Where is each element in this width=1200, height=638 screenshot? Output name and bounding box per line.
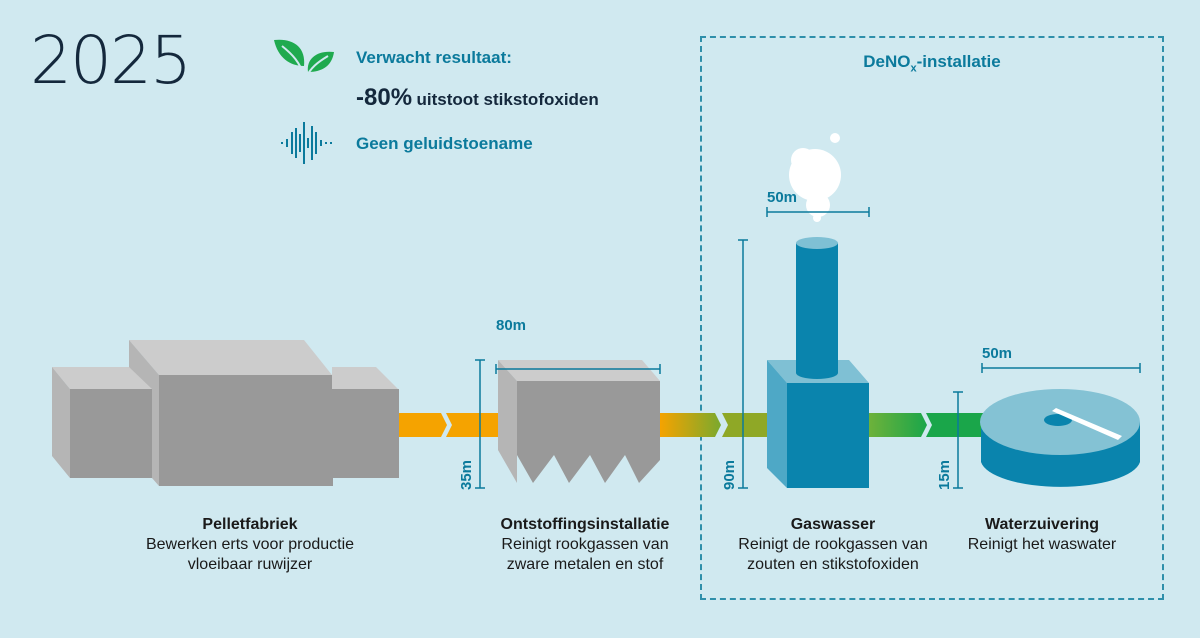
water-width-label: 50m: [982, 345, 1013, 362]
station-desc: Reinigt rookgassen van: [501, 536, 669, 553]
station-pelletfabriek: Pelletfabriek Bewerken erts voor product…: [110, 515, 390, 575]
flow-pipe-3: [868, 413, 985, 437]
gaswasser-height-label: 90m: [721, 459, 738, 490]
noise-statement: Geen geluidstoename: [356, 134, 533, 153]
station-name: Pelletfabriek: [202, 516, 298, 533]
result-title: Verwacht resultaat:: [356, 48, 512, 67]
station-waterzuivering: Waterzuivering Reinigt het waswater: [922, 515, 1162, 555]
denox-title-sub: x: [910, 62, 917, 75]
flow-pipe-2: [660, 413, 778, 437]
denox-title-prefix: DeNO: [863, 52, 911, 71]
result-value: -80%: [356, 84, 413, 111]
denox-title: DeNOx-installatie: [700, 52, 1164, 74]
station-desc: Bewerken erts voor productie: [145, 536, 355, 553]
station-name: Waterzuivering: [984, 516, 1100, 533]
station-gaswasser: Gaswasser Reinigt de rookgassen van zout…: [693, 515, 973, 575]
result-statement: -80% uitstoot stikstofoxiden: [356, 84, 599, 112]
station-desc: zware metalen en stof: [506, 556, 664, 573]
ontstoffing-width-label: 80m: [496, 317, 527, 334]
gaswasser-width-label: 50m: [767, 189, 798, 206]
station-ontstoffing: Ontstoffingsinstallatie Reinigt rookgass…: [445, 515, 725, 575]
denox-boundary: [700, 36, 1164, 600]
station-desc: zouten en stikstofoxiden: [747, 556, 919, 573]
result-text: uitstoot stikstofoxiden: [416, 90, 599, 109]
station-desc: Reinigt de rookgassen van: [738, 536, 928, 553]
gaswasser-building: [767, 237, 869, 488]
denox-title-suffix: -installatie: [916, 52, 1001, 71]
station-name: Gaswasser: [790, 516, 876, 533]
year-heading: 2025: [30, 22, 192, 99]
ontstoffing-height-label: 35m: [458, 459, 475, 490]
smoke-cloud: [789, 133, 841, 222]
dimension-lines: [475, 207, 1141, 489]
ontstoffing-building: [498, 360, 660, 483]
water-height-label: 15m: [936, 459, 953, 490]
waterzuivering-tank: [980, 389, 1140, 487]
leaf-icon: [274, 39, 334, 79]
pelletfabriek-building: [52, 340, 399, 486]
flow-pipe-1: [398, 413, 508, 437]
station-desc: Reinigt het waswater: [967, 536, 1117, 553]
station-name: Ontstoffingsinstallatie: [500, 516, 670, 533]
station-desc: vloeibaar ruwijzer: [187, 556, 313, 573]
sound-wave-icon: [281, 122, 332, 164]
